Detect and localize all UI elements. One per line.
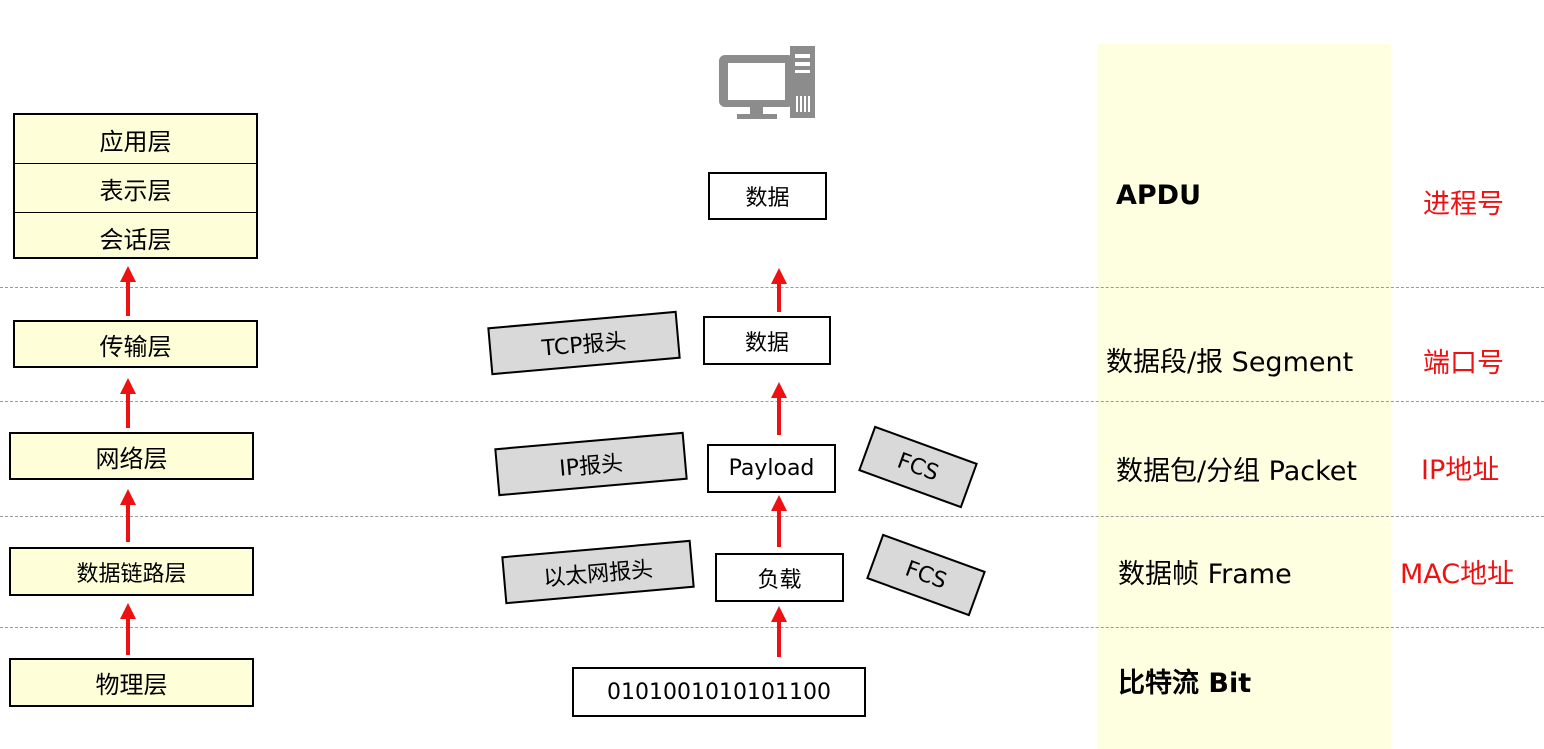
layer-transport: 传输层 xyxy=(13,320,258,368)
layer-application: 应用层 xyxy=(99,127,172,156)
pdu-transport: 数据段/报 Segment xyxy=(1106,347,1354,378)
layer-presentation: 表示层 xyxy=(15,163,256,212)
pdu-physical: 比特流 Bit xyxy=(1118,668,1252,699)
divider-network-datalink xyxy=(0,516,1544,517)
app-data-box: 数据 xyxy=(708,172,827,220)
segment-data-box: 数据 xyxy=(703,316,831,365)
payload-box: Payload xyxy=(707,444,836,493)
divider-session-transport xyxy=(0,287,1544,288)
bitstream-box: 0101001010101100 xyxy=(572,667,866,717)
pdu-network: 数据包/分组 Packet xyxy=(1116,456,1358,487)
layer-session: 会话层 xyxy=(15,212,256,261)
addr-transport: 端口号 xyxy=(1423,348,1504,379)
layer-network: 网络层 xyxy=(9,432,254,480)
pdu-column-band xyxy=(1098,44,1391,749)
addr-datalink: MAC地址 xyxy=(1400,559,1515,590)
pdu-application: APDU xyxy=(1116,180,1202,211)
addr-network: IP地址 xyxy=(1421,455,1500,486)
addr-application: 进程号 xyxy=(1423,189,1504,220)
pdu-datalink: 数据帧 Frame xyxy=(1118,559,1292,590)
layer-physical: 物理层 xyxy=(9,658,254,707)
divider-datalink-physical xyxy=(0,627,1544,628)
computer-icon xyxy=(719,46,815,119)
frame-payload-box: 负载 xyxy=(715,553,844,602)
layer-datalink: 数据链路层 xyxy=(9,547,254,596)
divider-transport-network xyxy=(0,401,1544,402)
upper-layers-stack: 应用层 表示层 会话层 xyxy=(13,113,258,259)
